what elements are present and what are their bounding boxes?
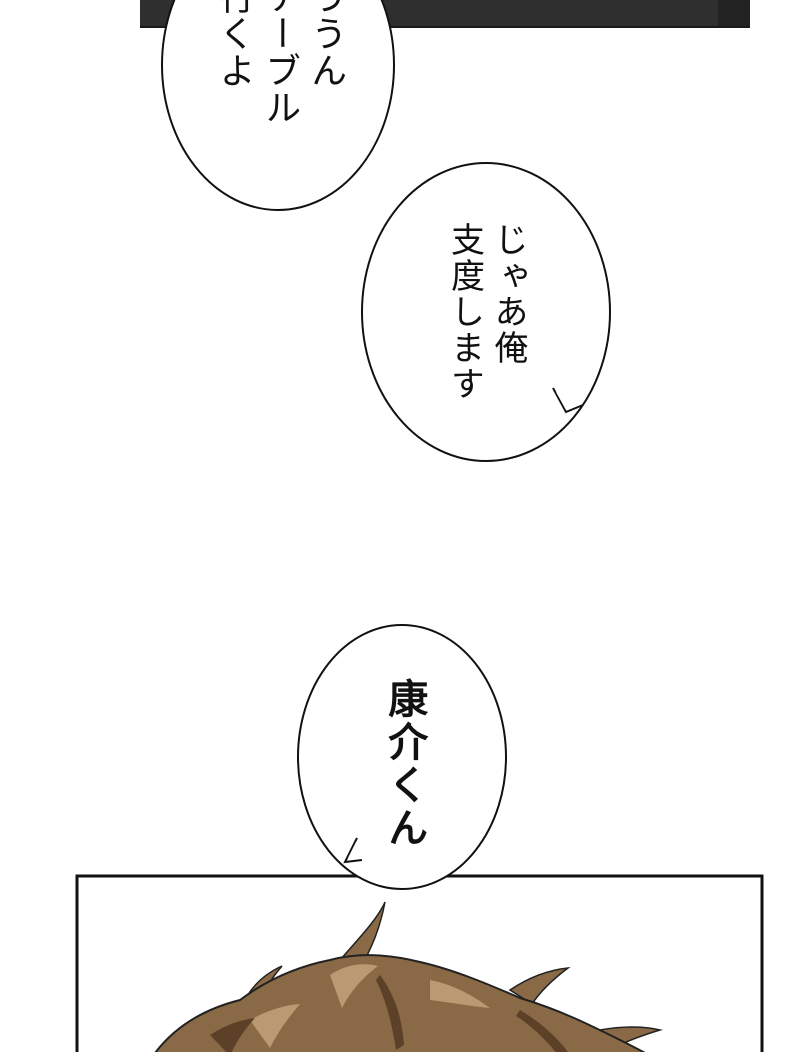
speech-bubble-3-text: 康介くん [381,678,428,850]
speech-bubble-2 [361,162,611,462]
speech-bubble-2-text: じゃあ俺 支度します [444,222,529,402]
bottom-panel [75,874,764,1052]
speech-bubble-1-text: ううん テーブル 行くよ [213,0,347,126]
speech-bubble-1 [161,0,395,211]
character-hair [154,901,663,1052]
speech-bubble-3 [297,624,507,890]
